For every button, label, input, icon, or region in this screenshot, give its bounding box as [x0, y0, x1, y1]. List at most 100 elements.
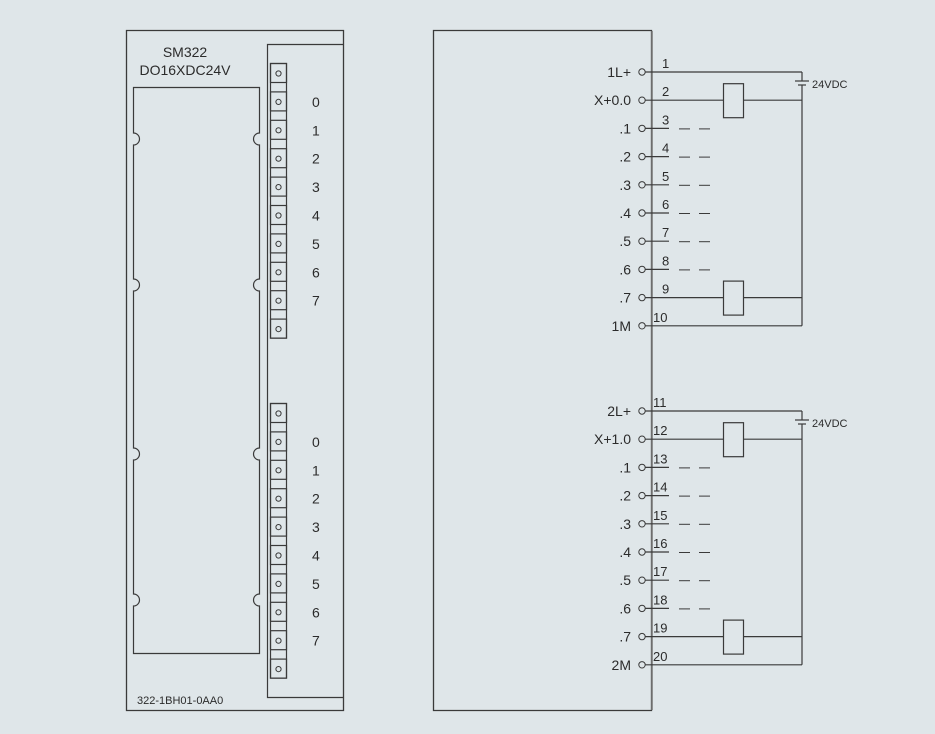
- supply-voltage-label: 24VDC: [812, 79, 848, 91]
- led-cell: [269, 62, 288, 84]
- pin-number: 13: [653, 451, 667, 466]
- led-icon: [275, 637, 282, 644]
- pin-number: 14: [653, 480, 667, 495]
- load-coil-icon: [722, 83, 745, 119]
- pin-number: 3: [662, 112, 669, 127]
- led-icon: [275, 98, 282, 106]
- terminal-label: .3: [619, 177, 631, 193]
- terminal-label: 2L+: [607, 403, 631, 419]
- channel-label: 3: [312, 179, 320, 195]
- terminal-label: X+0.0: [594, 92, 631, 108]
- channel-label: 2: [312, 491, 320, 507]
- pin-number: 18: [653, 592, 667, 607]
- pin-number: 17: [653, 564, 667, 579]
- pin-number: 10: [653, 310, 667, 325]
- led-cell: [269, 261, 288, 282]
- led-cell: [269, 459, 288, 480]
- led-icon: [275, 212, 282, 219]
- led-icon: [275, 524, 282, 531]
- led-cell: [269, 573, 288, 594]
- led-cell: [269, 488, 288, 509]
- led-panel-outline: [266, 43, 344, 699]
- channel-label: 3: [312, 519, 320, 535]
- terminal-label: .6: [619, 600, 631, 616]
- led-icon: [275, 184, 282, 191]
- led-cell: [269, 204, 288, 226]
- channel-label: 2: [312, 151, 320, 167]
- pin-number: 12: [653, 423, 667, 438]
- led-cell: [269, 402, 288, 424]
- channel-label: 1: [312, 462, 320, 478]
- terminal-label: .5: [619, 572, 631, 588]
- channel-label: 0: [312, 434, 320, 450]
- led-cell: [269, 431, 288, 452]
- terminal-icon: [638, 407, 646, 415]
- terminal-wiring-view: 1L+1X+0.02.13.24.35.46.57.68.791M1024VDC…: [432, 29, 848, 712]
- terminal-label: X+1.0: [594, 431, 631, 447]
- terminal-label: .7: [619, 290, 631, 306]
- terminal-label: .6: [619, 261, 631, 277]
- terminal-label: .2: [619, 149, 631, 165]
- terminal-icon: [638, 491, 646, 500]
- terminal-icon: [638, 322, 646, 330]
- terminal-label: .1: [619, 120, 631, 136]
- terminal-label: 1L+: [607, 64, 631, 80]
- led-cell: [269, 516, 288, 537]
- terminal-label: .1: [619, 459, 631, 475]
- led-cell: [269, 176, 288, 197]
- terminal-label: 2M: [612, 657, 631, 673]
- terminal-icon: [638, 68, 646, 76]
- pin-number: 2: [662, 84, 669, 99]
- terminal-label: .7: [619, 629, 631, 645]
- terminal-icon: [638, 520, 646, 528]
- terminal-icon: [638, 576, 646, 584]
- channel-label: 0: [312, 94, 320, 110]
- pin-number: 5: [662, 169, 669, 184]
- terminal-label: .2: [619, 488, 631, 504]
- terminal-icon: [638, 237, 646, 245]
- led-icon: [275, 438, 282, 445]
- terminal-icon: [638, 181, 646, 189]
- pin-number: 9: [662, 282, 669, 297]
- terminal-icon: [638, 604, 646, 613]
- load-coil-icon: [722, 422, 745, 458]
- pin-number: 4: [662, 141, 669, 156]
- module-housing-outline: [125, 29, 345, 712]
- channel-label: 4: [312, 208, 320, 224]
- led-icon: [275, 666, 282, 673]
- channel-label: 7: [312, 293, 320, 309]
- terminal-icon: [638, 293, 646, 302]
- terminal-icon: [638, 96, 646, 104]
- channel-label: 6: [312, 264, 320, 280]
- led-cell: [269, 91, 288, 112]
- channel-label: 5: [312, 576, 320, 592]
- terminal-icon: [638, 124, 646, 133]
- led-icon: [275, 127, 282, 134]
- terminal-label: .4: [619, 205, 631, 221]
- pin-number: 16: [653, 536, 667, 551]
- led-icon: [275, 326, 282, 333]
- terminal-icon: [638, 632, 646, 641]
- led-icon: [275, 495, 282, 502]
- terminal-icon: [638, 435, 646, 443]
- pin-number: 20: [653, 649, 667, 664]
- terminal-icon: [638, 463, 646, 472]
- led-icon: [275, 467, 282, 474]
- pin-number: 1: [662, 56, 669, 71]
- terminal-icon: [638, 661, 646, 669]
- channel-label: 4: [312, 548, 320, 564]
- led-cell: [269, 119, 288, 140]
- terminal-label: .3: [619, 516, 631, 532]
- led-cell: [269, 658, 288, 679]
- led-cell: [269, 148, 288, 169]
- terminal-label: .4: [619, 544, 631, 560]
- led-icon: [275, 580, 282, 588]
- led-icon: [275, 269, 282, 276]
- terminal-block-outline: [432, 29, 653, 712]
- led-icon: [275, 155, 282, 162]
- module-type: DO16XDC24V: [139, 62, 231, 78]
